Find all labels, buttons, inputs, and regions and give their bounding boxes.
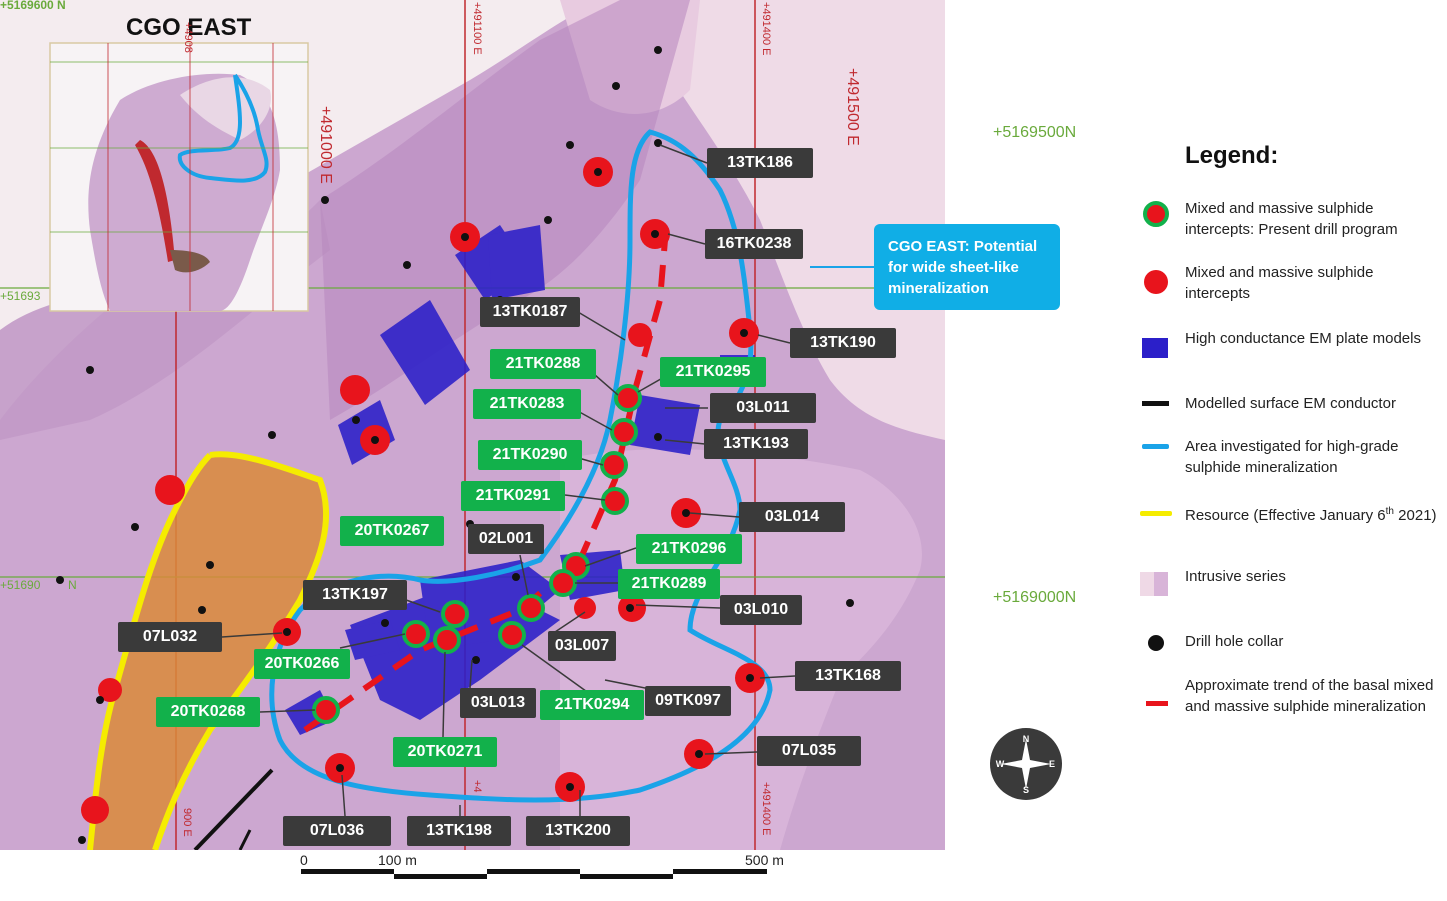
legend-item: Intrusive series [1140,566,1440,612]
drill-label: 13TK197 [303,580,407,610]
legend-item: High conductance EM plate models [1140,328,1440,374]
drill-label: 07L036 [283,816,391,846]
drill-label: 13TK186 [707,148,813,178]
coord-e-491100: +491100 E [471,2,483,55]
drill-label: 03L010 [720,595,802,625]
legend-label: High conductance EM plate models [1185,330,1421,347]
pink-swatch-icon [1140,572,1168,596]
coord-e-490800-bottom: 900 E [181,808,193,837]
compass-icon: N S E W [990,728,1062,800]
drill-label: 13TK190 [790,328,896,358]
legend-item: Mixed and massive sulphide intercepts: P… [1140,198,1440,244]
map-canvas [0,0,945,850]
drill-label: 20TK0268 [156,697,260,727]
legend-label: Mixed and massive sulphide intercepts: P… [1185,200,1398,238]
drill-label: 16TK0238 [705,229,803,259]
drill-label: 03L013 [460,688,536,718]
legend-label: Mixed and massive sulphide intercepts [1185,264,1374,302]
drill-label: 13TK193 [704,429,808,459]
drill-label: 21TK0290 [478,440,582,470]
coord-top-left: +5169600 N [0,0,66,12]
drill-label: 20TK0266 [254,649,350,679]
black-dot-icon [1148,635,1164,651]
cgo-east-callout: CGO EAST: Potential for wide sheet-like … [874,224,1060,310]
coord-5169000n: +5169000N [993,589,1077,606]
coord-e-491000: +491000 E [317,106,334,184]
legend-label: Intrusive series [1185,568,1286,585]
legend-label: Approximate trend of the basal mixed and… [1185,677,1434,715]
scale-label-100m: 100 m [378,852,417,868]
drill-collars [56,46,884,844]
legend-label: Resource (Effective January 6th 2021) [1185,506,1437,524]
legend-title: Legend: [1185,142,1279,169]
drill-label: 07L032 [118,622,222,652]
drill-label: 13TK0187 [480,297,580,327]
coord-e-491100-bottom: +4 [471,780,483,793]
resource-body [90,454,327,850]
coord-e-491500: +491500 E [844,68,861,146]
yellow-line-icon [1140,511,1172,516]
blue-square-icon [1142,338,1168,358]
drill-label: 03L011 [710,393,816,423]
red-dashed-line-icon [1146,701,1168,706]
coord-e-491400: +491400 E [760,2,772,56]
drill-label: 20TK0271 [393,737,497,767]
leader-lines [221,144,875,817]
scale-label-500m: 500 m [745,852,784,868]
drill-label: 03L014 [739,502,845,532]
drill-label: 13TK198 [407,816,511,846]
legend-item: Resource (Effective January 6th 2021) [1140,501,1440,547]
drill-label: 13TK200 [526,816,630,846]
drill-label: 21TK0288 [490,349,596,379]
drill-label: 21TK0295 [660,357,766,387]
scale-label-zero: 0 [300,852,308,868]
coord-e-490800-top: +4908 [182,22,194,53]
legend-item: Drill hole collar [1140,631,1440,677]
legend-label: Modelled surface EM conductor [1185,395,1396,412]
coord-5169500n: +5169500N [993,124,1077,141]
legend-item: Approximate trend of the basal mixed and… [1140,675,1440,721]
drill-label: 21TK0291 [461,481,565,511]
drill-label: 21TK0294 [540,690,644,720]
resource-outline [87,451,330,850]
drill-label: 13TK168 [795,661,901,691]
present-intercepts [312,384,642,724]
blue-line-icon [1142,444,1169,449]
drill-label: 21TK0283 [473,389,581,419]
legend-item: Modelled surface EM conductor [1140,393,1440,439]
coord-left-5169000: +51690 [0,578,41,592]
scale-bar [301,869,767,879]
drill-label: 02L001 [468,524,544,554]
coord-left-5169300: +51693 [0,289,41,303]
compass-s: S [1023,785,1029,795]
legend-label: Area investigated for high-grade sulphid… [1185,438,1399,476]
coord-left-5169000-tail: N [68,578,77,592]
drill-label: 09TK097 [645,686,731,716]
legend-label: Drill hole collar [1185,633,1284,650]
red-dot-icon [1144,270,1168,294]
inset-map [49,42,309,312]
drill-label: 20TK0267 [340,516,444,546]
compass-w: W [996,759,1005,769]
black-line-icon [1142,401,1169,406]
inset-title: CGO EAST [126,14,252,41]
drill-label: 21TK0296 [636,534,742,564]
green-ringed-red-dot-icon [1143,201,1169,227]
compass-e: E [1049,759,1055,769]
drill-label: 07L035 [757,736,861,766]
legend-item: Area investigated for high-grade sulphid… [1140,436,1440,482]
coord-e-491400-bottom: +491400 E [760,782,772,836]
compass-n: N [1023,734,1030,744]
drill-label: 03L007 [548,631,616,661]
drill-label: 21TK0289 [618,569,720,599]
legend-item: Mixed and massive sulphide intercepts [1140,262,1440,308]
